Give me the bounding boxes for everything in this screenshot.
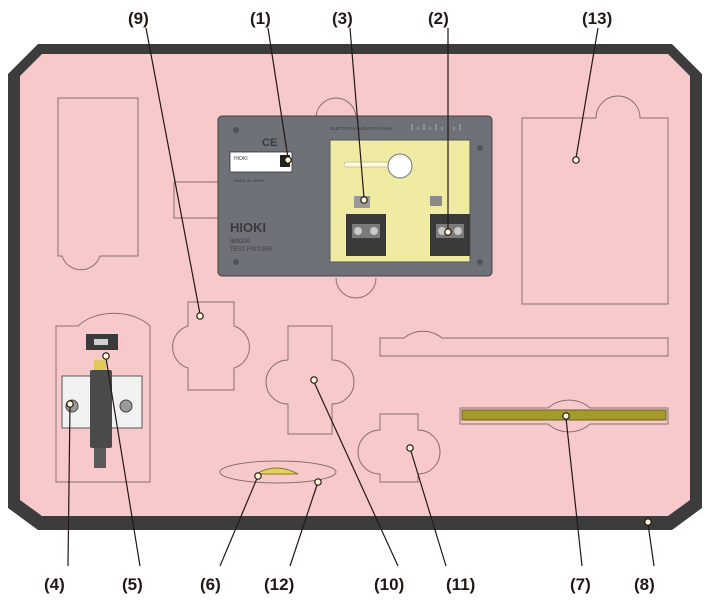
tool-body (90, 370, 112, 448)
callout-8: (8) (634, 575, 655, 594)
fixture-screw (233, 259, 239, 265)
test-fixture: HIOKI MADE IN JAPAN CE HIOKI IM9200 TEST… (217, 115, 493, 277)
callout-1: (1) (250, 9, 271, 28)
callout-13: (13) (582, 9, 612, 28)
cutout-fixture-top-bump (315, 97, 357, 119)
leader-lines (66, 27, 655, 567)
foam-cutouts (55, 95, 669, 484)
cutout-top-left (57, 97, 139, 271)
pcb-trace (343, 161, 393, 168)
tool-cap-window (94, 339, 108, 345)
fixture-screw (477, 145, 483, 151)
callout-9: (9) (128, 9, 149, 28)
pcb-connector (387, 153, 413, 179)
cutout-7 (459, 399, 669, 433)
fixture-made-in: MADE IN JAPAN (234, 178, 264, 183)
fixture-name: TEST FIXTURE (230, 247, 273, 253)
callout-6: (6) (200, 575, 221, 594)
callout-7: (7) (570, 575, 591, 594)
fixture-ce-mark: CE (262, 137, 277, 149)
cutout-13 (521, 95, 669, 305)
chip-6 (254, 467, 299, 475)
cutout-9 (172, 301, 250, 391)
cutout-4-5 (55, 312, 151, 483)
fixture-screw (233, 127, 239, 133)
cutout-long-bar (379, 330, 669, 357)
tool-screw-right (119, 399, 133, 413)
cutout-10 (265, 325, 355, 435)
callout-12: (12) (264, 575, 294, 594)
fixture-electrical-length: ELECTRICAL LENGTH 0.0mm (330, 126, 392, 131)
fixture-logo: HIOKI (230, 220, 266, 235)
callout-10: (10) (374, 575, 404, 594)
fixture-model: IM9200 (230, 239, 251, 245)
cutout-fixture-tab (173, 181, 218, 219)
cutout-11 (357, 413, 441, 483)
fixture-label-plate (229, 151, 293, 173)
callout-4: (4) (44, 575, 65, 594)
callout-2: (2) (428, 9, 449, 28)
callout-11: (11) (446, 575, 475, 594)
electrode-left (346, 214, 386, 256)
callout-3: (3) (332, 9, 353, 28)
callout-5: (5) (122, 575, 143, 594)
fixture-screw (477, 259, 483, 265)
cutout-6-12 (219, 460, 337, 484)
cutout-fixture-bottom-bump (335, 277, 377, 299)
fixture-logo-small: HIOKI (234, 156, 248, 162)
tool-tail (94, 448, 106, 468)
shorting-tool (61, 334, 143, 468)
